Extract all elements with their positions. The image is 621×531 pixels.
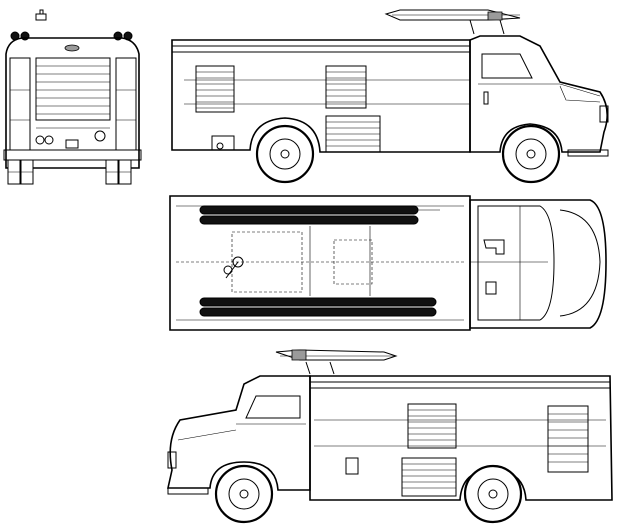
hose-reel-upper xyxy=(200,206,440,224)
hose-reel-lower xyxy=(200,298,436,316)
left-side-view xyxy=(172,10,608,182)
right-rear-wheel xyxy=(465,466,521,522)
side-shutter-upper-lower-view xyxy=(408,404,456,448)
cab-window-lower xyxy=(246,396,300,418)
rear-body-outline xyxy=(6,38,139,168)
top-view xyxy=(170,196,606,330)
side-shutter-lower xyxy=(326,116,380,152)
cab-outline-lower xyxy=(168,376,310,490)
left-rear-wheel xyxy=(257,126,313,182)
side-shutter-upper xyxy=(326,66,366,108)
right-front-wheel xyxy=(216,466,272,522)
rear-pump-outlets xyxy=(36,128,110,148)
ventilation-grille xyxy=(196,66,234,112)
rear-wheels xyxy=(8,160,131,184)
top-ladder-hook xyxy=(484,240,504,254)
right-side-view xyxy=(168,350,612,522)
roof-ladder xyxy=(386,10,520,34)
cab-outline xyxy=(470,36,607,152)
rear-view xyxy=(4,10,141,184)
water-monitor xyxy=(224,257,243,278)
side-shutter-lower-lower-view xyxy=(402,458,456,496)
rear-bumper xyxy=(4,150,141,160)
ventilation-grille-lower xyxy=(548,406,588,472)
rear-roller-shutter xyxy=(36,58,110,120)
roof-ladder-lower xyxy=(276,350,396,374)
top-cab-outline xyxy=(470,200,606,328)
left-front-wheel xyxy=(503,126,559,182)
cab-window xyxy=(482,54,532,78)
rear-beacons xyxy=(11,10,132,51)
body-outline xyxy=(172,40,470,152)
